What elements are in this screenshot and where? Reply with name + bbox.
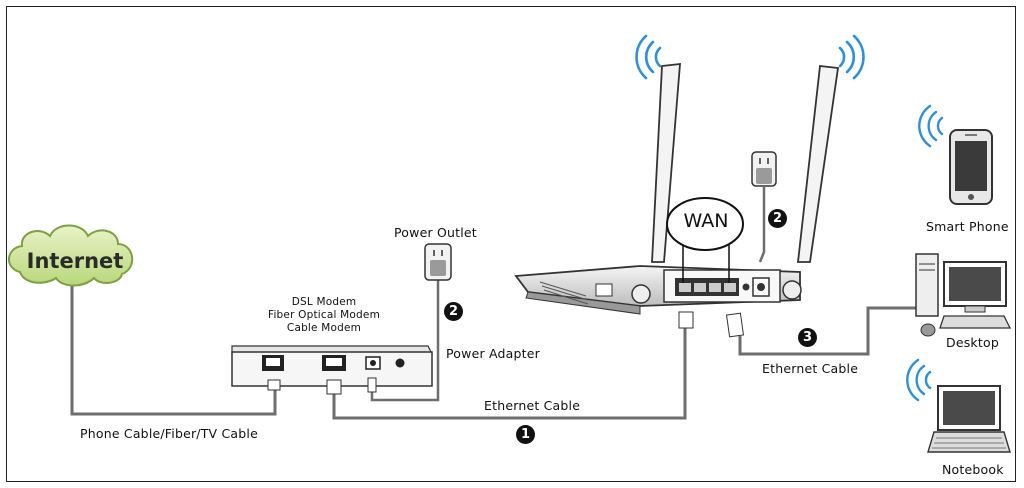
power-outlet-label: Power Outlet: [394, 225, 477, 240]
router-wifi-icon-right: [838, 34, 865, 80]
wan-callout: [666, 197, 744, 283]
ethernet-cable-client-label: Ethernet Cable: [762, 361, 859, 376]
modem-line-dsl: DSL Modem: [291, 296, 357, 308]
router-wifi-icon-left: [635, 34, 662, 80]
internet-cloud: [8, 224, 133, 287]
modem-line-cable: Cable Modem: [286, 322, 362, 334]
smart-phone-icon: [949, 129, 993, 205]
modem-device: [231, 345, 433, 395]
notebook-icon: [927, 385, 1011, 453]
power-adapter-label: Power Adapter: [446, 346, 540, 361]
power-cable-router: [758, 187, 766, 263]
internet-label: Internet: [26, 249, 124, 273]
step-2-badge-router: 2: [768, 209, 787, 228]
modem-line-fiber: Fiber Optical Modem: [267, 309, 381, 321]
wan-label: WAN: [683, 210, 729, 232]
desktop-icon: [915, 253, 1012, 337]
phone-cable-label: Phone Cable/Fiber/TV Cable: [80, 426, 258, 441]
ethernet-cable-main: [332, 326, 687, 420]
step-1-badge: 1: [516, 425, 535, 444]
phone-cable: [70, 278, 277, 416]
step-3-badge: 3: [798, 328, 817, 347]
step-2-badge-modem: 2: [444, 302, 463, 321]
notebook-label: Notebook: [942, 462, 1004, 477]
ethernet-cable-client: [738, 306, 918, 356]
ethernet-cable-main-label: Ethernet Cable: [484, 398, 581, 413]
desktop-label: Desktop: [946, 335, 999, 350]
phone-wifi-icon: [918, 104, 944, 148]
power-cable-modem: [370, 280, 440, 402]
modem-type-labels: DSL Modem Fiber Optical Modem Cable Mode…: [262, 296, 386, 335]
diagram-border: [6, 6, 1016, 482]
power-adapter-modem: [424, 243, 452, 281]
power-adapter-router: [751, 151, 777, 187]
wireless-router: [514, 62, 840, 338]
notebook-wifi-icon: [906, 358, 932, 402]
smart-phone-label: Smart Phone: [926, 219, 1009, 234]
